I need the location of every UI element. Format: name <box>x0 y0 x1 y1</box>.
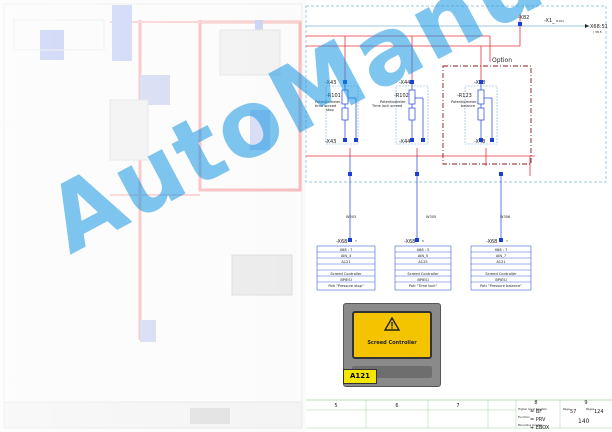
field-loc-value: + EBOX <box>530 425 550 431</box>
r101-conn-bot: -X43 <box>325 139 336 145</box>
field-fn-label: Function <box>518 415 530 419</box>
t1-poti: Poti "Pressure stop" <box>328 284 364 288</box>
r102-desc1: Potentiometer, <box>380 100 407 104</box>
col-9: 9 <box>584 400 587 406</box>
plug1-pin: 7 <box>355 239 357 243</box>
r102-conn-bot: -X44 <box>399 139 410 145</box>
t3-row1: X68 : 7 <box>495 248 508 252</box>
info-table-2: X68 : 5 AIN_5 A125 Screed Controller BPI… <box>394 245 452 291</box>
warning-icon <box>384 317 400 331</box>
r123-desc1: Potentiometer, <box>451 100 478 104</box>
r102-desc2: Time lock screed <box>371 104 402 108</box>
t3-poti: Poti "Pressure balance" <box>480 284 522 288</box>
r101-wire: W303 <box>346 215 356 219</box>
t2-ctrl: Screed Controller <box>407 272 439 276</box>
field-hlf-value: = BF <box>530 409 542 415</box>
connector-top-label: -X82 <box>518 15 529 21</box>
potentiometer-r102: -X44 -R102 Potentiometer, Time lock scre… <box>371 80 436 238</box>
left-blurred-preview <box>0 0 306 432</box>
plug2-pin: 5 <box>422 239 424 243</box>
title-block: 5 6 7 8 9 Higher level function = BF Fun… <box>306 399 612 431</box>
t1-row1: X68 : 7 <box>340 248 353 252</box>
field-loc-label: Mounting location <box>518 423 543 427</box>
col-8: 8 <box>534 400 537 406</box>
connector-top-pin <box>518 22 522 26</box>
r101-desc1: Potentiometer, <box>315 100 342 104</box>
t2-row1: X68 : 5 <box>417 248 430 252</box>
info-table-3: X68 : 7 AIN_7 A121 Screed Controller BPI… <box>470 245 532 291</box>
t2-row3: A125 <box>418 260 427 264</box>
t3-row2: AIN_7 <box>496 254 506 258</box>
col-5: 5 <box>334 403 337 409</box>
r102-wire: W305 <box>426 215 436 219</box>
plug3-pin: 7 <box>506 239 508 243</box>
plug2-label: -X68 <box>404 239 415 245</box>
r101-desc2: time screed <box>315 104 336 108</box>
device-tag: A121 <box>343 369 377 384</box>
sheet-number: 140 <box>578 418 590 425</box>
t3-ctrl: Screed Controller <box>485 272 517 276</box>
plug1-label: -X68 <box>336 239 347 245</box>
t1-row3: A121 <box>341 260 350 264</box>
dashed-frame <box>305 5 607 183</box>
t1-row2: AIN_3 <box>341 254 351 258</box>
potentiometer-r101: -X43 -R101 Potentiometer, time screed st… <box>315 80 359 238</box>
col-7: 7 <box>456 403 459 409</box>
pages-total: 124 <box>594 409 604 415</box>
potentiometer-r123: -X48 -R123 Potentiometer, balance -X48 W… <box>451 80 510 238</box>
t3-code: BPIESI <box>495 278 506 282</box>
info-table-1: X68 : 7 AIN_3 A121 Screed Controller BPI… <box>316 245 376 291</box>
page-ref-suffix: / 38.5 <box>593 30 602 34</box>
r101-desc3: stop <box>326 108 334 112</box>
r102-id: -R102 <box>394 93 409 99</box>
left-fade-overlay <box>0 0 306 432</box>
signal-top-label: -X1_ <box>544 18 555 24</box>
option-frame <box>442 65 532 165</box>
field-hlf-label: Higher level function <box>518 407 547 411</box>
t1-ctrl: Screed Controller <box>330 272 362 276</box>
r123-wire: W306 <box>500 215 510 219</box>
t3-row3: A121 <box>496 260 505 264</box>
pages-label: Pages <box>586 407 595 411</box>
option-label: Option <box>492 57 512 64</box>
t2-row2: AIN_5 <box>418 254 428 258</box>
r102-conn-top: -X44 <box>399 80 410 86</box>
col-6: 6 <box>395 403 398 409</box>
field-fn-value: = PRV <box>530 417 546 423</box>
r101-id: -R101 <box>326 93 341 99</box>
controller-title: Screed Controller <box>367 340 417 346</box>
controller-display: Screed Controller <box>352 311 432 359</box>
page-label: Page <box>563 407 570 411</box>
page-ref[interactable]: X68:51 <box>590 24 608 30</box>
t2-code: BPIESI <box>417 278 428 282</box>
plug3-label: -X68 <box>486 239 497 245</box>
t2-poti: Poti "Time lock" <box>409 284 438 288</box>
r101-conn-top: -X43 <box>325 80 336 86</box>
signal-top-sub: H101 <box>556 19 564 23</box>
r123-desc2: balance <box>461 104 476 108</box>
arrow-right-icon <box>585 24 589 28</box>
r123-id: -R123 <box>457 93 472 99</box>
page-number: 57 <box>570 409 576 415</box>
t1-code: BPIESI <box>340 278 351 282</box>
